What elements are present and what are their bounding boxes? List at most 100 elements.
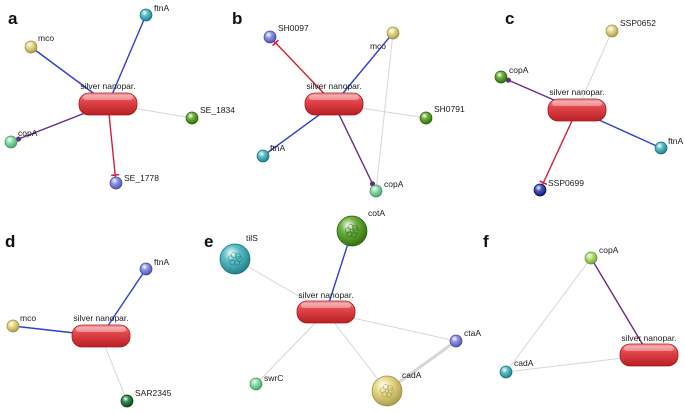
panel-c-node-ssp0652-label: SSP0652 (620, 18, 656, 28)
panel-b-node-sh0791 (419, 111, 433, 125)
panel-b-hub-node (304, 92, 364, 116)
panel-e-node-tils-structure-mark-4 (230, 252, 237, 259)
panel-d-node-ftna (139, 262, 153, 276)
panel-b-letter: b (232, 9, 242, 28)
panel-d-node-sar2345-label: SAR2345 (135, 388, 172, 398)
panel-e-node-cada (371, 375, 403, 407)
panel-c-node-ftna (654, 141, 668, 155)
panel-a-node-mco (24, 40, 38, 54)
panel-e-node-cada-structure-mark-1 (385, 391, 392, 398)
panel-e-node-tils-structure-mark-1 (233, 259, 240, 266)
panel-e-edge-3 (255, 311, 327, 385)
panel-a-node-mco-label: mco (38, 33, 54, 43)
panel-c-hub-label: silver nanopar. (549, 87, 604, 97)
panel-d-hub-label: silver nanopar. (73, 313, 128, 323)
panel-c-node-copa (494, 70, 508, 84)
panel-b-hub-label: silver nanopar. (306, 81, 361, 91)
panel-e-node-cota-structure-mark-0 (353, 228, 360, 235)
panel-b-node-mco (386, 26, 400, 40)
panel-e-node-cada-structure-mark-4 (382, 384, 389, 391)
panel-e-node-cada-structure-mark-5 (386, 385, 393, 392)
panel-c-node-copa-label: copA (509, 65, 529, 75)
panel-e-node-cota-label: cotA (368, 208, 385, 218)
panel-c-node-ssp0699-label: SSP0699 (548, 178, 584, 188)
panel-e-hub-label: silver nanopar. (298, 290, 353, 300)
panel-a-edge-4-inhibition-bar (111, 173, 120, 177)
panel-c-hub-node (547, 98, 607, 122)
panel-f-node-copa-label: copA (599, 245, 619, 255)
panel-c-node-ftna-label: ftnA (668, 136, 683, 146)
panel-e-node-tils-structure-mark-2 (229, 259, 236, 266)
panel-f-node-cada (499, 365, 513, 379)
panel-e-node-cota-structure-mark-1 (350, 231, 357, 238)
panel-d-letter: d (5, 232, 15, 251)
panel-e-node-cota-structure-mark-2 (346, 231, 353, 238)
panel-b-edge-1 (333, 32, 394, 105)
panel-f-node-copa (584, 251, 598, 265)
panel-a-node-se-1834 (185, 111, 199, 125)
panel-e-node-cota (336, 215, 368, 247)
panel-e-node-tils-label: tilS (246, 233, 258, 243)
panel-a-edge-0 (107, 14, 147, 105)
nodes-layer (4, 8, 679, 408)
panel-b-node-ftna (256, 149, 270, 163)
panel-e-node-swrc (249, 377, 263, 391)
panel-f-node-cada-label: cadA (514, 358, 534, 368)
panel-b-node-copa-label: copA (384, 179, 404, 189)
panel-e-hub-node (296, 300, 356, 324)
panel-f-letter: f (483, 232, 489, 251)
panel-c-node-ssp0699 (533, 183, 547, 197)
panel-e-node-cota-structure-mark-4 (347, 224, 354, 231)
panel-b-node-sh0097-label: SH0097 (278, 23, 309, 33)
panel-c-edge-3-inhibition-bar (539, 180, 548, 186)
panel-e-edge-4 (325, 311, 388, 392)
panel-a-node-se-1834-label: SE_1834 (200, 105, 235, 115)
panel-b-edge-0-inhibition-bar (272, 39, 279, 47)
panel-a-node-se-1778 (109, 176, 123, 190)
panel-d-node-mco-label: mco (20, 313, 36, 323)
panel-d-hub-node (71, 324, 131, 348)
panel-b-node-sh0097 (263, 30, 277, 44)
panel-e-node-ctaa-label: ctaA (464, 328, 481, 338)
panel-b-node-sh0791-label: SH0791 (434, 104, 465, 114)
panel-b-edge-4 (333, 103, 377, 192)
panel-d-node-mco (6, 319, 20, 333)
panel-a-edge-3-dot-arrow (15, 136, 22, 142)
panel-b-node-ftna-label: ftnA (270, 143, 285, 153)
panel-c-hub-gloss (552, 101, 602, 106)
panel-a-node-se-1778-label: SE_1778 (124, 173, 159, 183)
panel-e-letter: e (204, 232, 213, 251)
panel-e-node-cota-structure-mark-5 (351, 225, 358, 232)
panel-f-edge-0 (590, 257, 650, 356)
panel-a-node-copa-label: copA (18, 128, 38, 138)
panel-d-node-ftna-label: ftnA (154, 257, 169, 267)
panel-a-hub-node (78, 92, 138, 116)
panel-b-edge-5 (375, 32, 394, 192)
panel-a-letter: a (8, 9, 18, 28)
panel-d-hub-gloss (76, 327, 126, 332)
panel-f-hub-label: silver nanopar. (621, 333, 676, 343)
panel-f-hub-gloss (624, 346, 674, 351)
panel-c-edge-3 (539, 109, 578, 191)
panel-f-edge-2 (505, 257, 592, 373)
panel-e-node-tils-structure-mark-0 (236, 255, 243, 262)
panel-c-edge-0 (576, 30, 613, 111)
panel-e-node-cada-label: cadA (402, 370, 422, 380)
panel-f-hub-node (619, 343, 679, 367)
panel-b-node-copa (369, 184, 383, 198)
panel-a-edge-4 (107, 103, 117, 184)
panel-a-node-ftna (139, 8, 153, 22)
panel-a-node-copa (4, 135, 18, 149)
panel-e-node-tils-structure-mark-5 (234, 253, 241, 260)
panel-e-node-cada-structure-mark-2 (381, 391, 388, 398)
panel-a-hub-label: silver nanopar. (80, 81, 135, 91)
panel-b-hub-gloss (309, 95, 359, 100)
panel-e-node-tils (219, 243, 251, 275)
panel-c-letter: c (505, 9, 514, 28)
panel-e-hub-gloss (301, 303, 351, 308)
panel-e-node-swrc-label: swrC (264, 373, 283, 383)
panel-c-node-ssp0652 (605, 24, 619, 38)
panel-a-node-ftna-label: ftnA (154, 3, 169, 13)
